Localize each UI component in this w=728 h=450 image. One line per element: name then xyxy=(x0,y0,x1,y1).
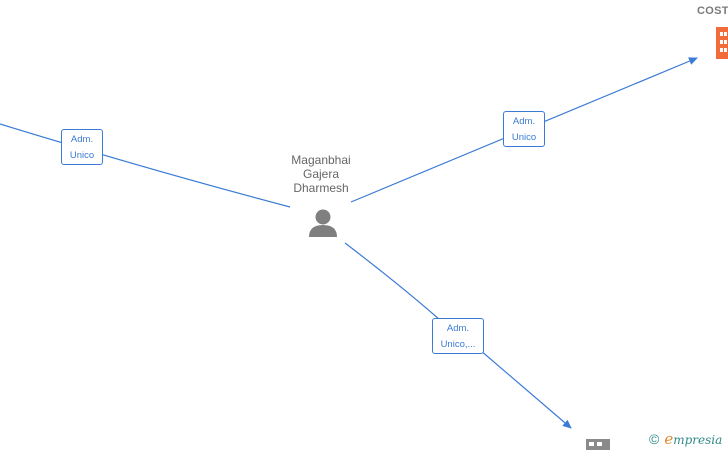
building-icon-bottom[interactable] xyxy=(586,439,610,450)
brand-rest: mpresia xyxy=(673,433,723,447)
brand-logo: empresia xyxy=(664,430,722,448)
person-name-line-1: Maganbhai xyxy=(291,153,351,167)
company-name-top-right[interactable]: COST xyxy=(697,5,728,17)
edge-label-top-right-line-1: Adm. xyxy=(512,116,536,127)
edge-label-bottom-line-2: Unico,... xyxy=(440,339,476,350)
building-icon[interactable] xyxy=(716,27,728,59)
edge-label-left[interactable]: Adm. Unico xyxy=(61,129,103,165)
edge-label-top-right[interactable]: Adm. Unico xyxy=(503,111,545,147)
person-name-line-3: Dharmesh xyxy=(293,181,349,195)
copyright-symbol: © xyxy=(649,431,660,447)
edge-label-left-line-2: Unico xyxy=(69,150,95,161)
person-name-line-2: Gajera xyxy=(302,167,340,181)
edge-label-top-right-line-2: Unico xyxy=(511,132,537,143)
footer-brand[interactable]: © empresia xyxy=(649,429,722,449)
edge-label-bottom[interactable]: Adm. Unico,... xyxy=(432,318,484,354)
brand-initial: e xyxy=(664,430,674,448)
edge-label-left-line-1: Adm. xyxy=(70,134,94,145)
edge-line-left xyxy=(0,123,291,208)
edge-label-bottom-line-1: Adm. xyxy=(446,323,470,334)
person-name[interactable]: Maganbhai Gajera Dharmesh xyxy=(270,153,372,195)
person-icon[interactable] xyxy=(309,209,337,238)
